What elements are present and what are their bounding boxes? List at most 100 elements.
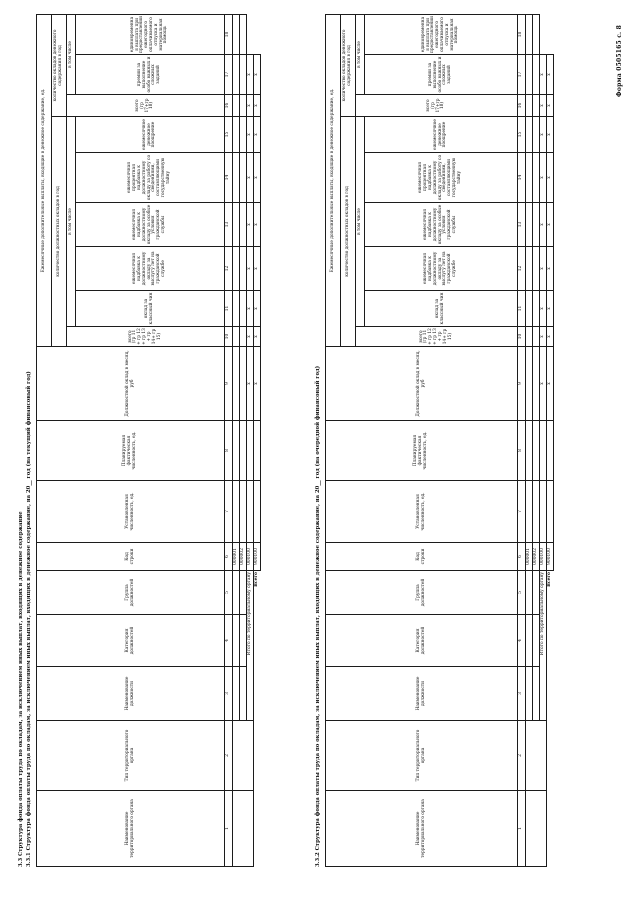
cell-value[interactable] — [532, 54, 540, 95]
cell-value[interactable] — [239, 326, 247, 347]
cell-value[interactable] — [239, 14, 247, 55]
cell-value[interactable] — [525, 94, 533, 117]
cell-value: x — [253, 346, 261, 421]
cell-value[interactable] — [525, 202, 533, 247]
col-num: 4 — [517, 614, 526, 667]
fot-structure-table: Наименование территориального органа Тип… — [325, 14, 554, 867]
header-class-rank-salary: оклад за классный чин — [364, 290, 518, 327]
cell-value[interactable] — [239, 246, 247, 291]
cell-position-group[interactable] — [232, 570, 240, 615]
header-position-category: Категория должностей — [36, 614, 225, 667]
cell-value[interactable] — [532, 246, 540, 291]
cell-value[interactable] — [525, 54, 533, 95]
cell-position-name[interactable] — [239, 666, 247, 721]
cell-value[interactable] — [232, 116, 240, 153]
cell-value: x — [253, 246, 261, 291]
header-state-secret-allowance: ежемесячная процентная надбавка к должно… — [75, 152, 225, 203]
cell-planned-headcount[interactable] — [546, 420, 554, 481]
cell-value: x — [546, 246, 554, 291]
cell-value[interactable] — [239, 54, 247, 95]
cell-established-headcount[interactable] — [539, 480, 547, 543]
cell-position-group[interactable] — [239, 570, 247, 615]
header-body-type: Тип территориального органа — [325, 720, 518, 791]
total-label: Всего — [546, 570, 554, 867]
cell-value[interactable] — [532, 14, 540, 55]
cell-value[interactable] — [525, 14, 533, 55]
cell-value[interactable] — [232, 246, 240, 291]
cell-territorial-body[interactable] — [232, 790, 254, 867]
cell-row-code: 900100 — [253, 542, 261, 571]
header-total-16: всего (гр 17+гр 18) — [66, 94, 225, 117]
header-territorial-body: Наименование территориального органа — [36, 790, 225, 867]
subtotal-label: Итого по территориальному органу — [246, 570, 254, 721]
cell-value[interactable] — [232, 54, 240, 95]
cell-position-name[interactable] — [532, 666, 540, 721]
cell-value[interactable] — [239, 202, 247, 247]
cell-value[interactable] — [232, 326, 240, 347]
header-special-tasks-bonus: премии за выполнение особо важных и слож… — [75, 54, 225, 95]
cell-value: x — [246, 152, 254, 203]
cell-value[interactable] — [239, 290, 247, 327]
cell-monthly-salary[interactable] — [232, 346, 240, 421]
cell-value[interactable] — [525, 116, 533, 153]
cell-position-group[interactable] — [525, 570, 533, 615]
table-row: 000001 — [232, 14, 254, 867]
cell-position-category[interactable] — [239, 614, 247, 667]
col-num: 4 — [224, 614, 233, 667]
cell-territorial-body[interactable] — [525, 790, 547, 867]
cell-monthly-salary[interactable] — [525, 346, 533, 421]
cell-position-group[interactable] — [532, 570, 540, 615]
cell-planned-headcount[interactable] — [525, 420, 533, 481]
cell-position-name[interactable] — [525, 666, 533, 721]
cell-value[interactable] — [532, 290, 540, 327]
cell-value[interactable] — [525, 290, 533, 327]
col-num: 17 — [224, 54, 233, 95]
cell-value: x — [253, 116, 261, 153]
cell-body-type[interactable] — [525, 720, 547, 791]
cell-position-category[interactable] — [525, 614, 533, 667]
cell-value[interactable] — [239, 116, 247, 153]
header-salaries-per-year: количество должностных окладов в год — [51, 116, 67, 347]
header-established-headcount: Установленная численность, ед. — [325, 480, 518, 543]
cell-value[interactable] — [532, 94, 540, 117]
cell-planned-headcount[interactable] — [239, 420, 247, 481]
cell-planned-headcount[interactable] — [532, 420, 540, 481]
cell-value[interactable] — [232, 14, 240, 55]
cell-planned-headcount[interactable] — [232, 420, 240, 481]
header-including-bonus: в том числе — [66, 14, 76, 95]
cell-value[interactable] — [525, 246, 533, 291]
cell-value[interactable] — [232, 290, 240, 327]
cell-position-category[interactable] — [532, 614, 540, 667]
cell-monthly-salary[interactable] — [532, 346, 540, 421]
cell-value[interactable] — [232, 202, 240, 247]
cell-value[interactable] — [232, 152, 240, 203]
cell-monthly-salary[interactable] — [239, 346, 247, 421]
cell-planned-headcount[interactable] — [539, 420, 547, 481]
cell-established-headcount[interactable] — [246, 480, 254, 543]
cell-value[interactable] — [239, 94, 247, 117]
cell-position-category[interactable] — [232, 614, 240, 667]
cell-position-name[interactable] — [232, 666, 240, 721]
cell-value[interactable] — [532, 116, 540, 153]
cell-established-headcount[interactable] — [253, 480, 261, 543]
cell-established-headcount[interactable] — [232, 480, 240, 543]
form-code: Форма 0505165 с. 8 — [616, 25, 623, 97]
cell-value[interactable] — [532, 202, 540, 247]
cell-value[interactable] — [239, 152, 247, 203]
cell-established-headcount[interactable] — [546, 480, 554, 543]
cell-value: x — [539, 152, 547, 203]
cell-body-type[interactable] — [232, 720, 254, 791]
col-num: 15 — [224, 116, 233, 153]
cell-established-headcount[interactable] — [239, 480, 247, 543]
cell-value[interactable] — [525, 326, 533, 347]
cell-value[interactable] — [532, 326, 540, 347]
cell-planned-headcount[interactable] — [246, 420, 254, 481]
cell-value[interactable] — [525, 152, 533, 203]
cell-value: x — [539, 54, 547, 95]
cell-value[interactable] — [232, 94, 240, 117]
cell-planned-headcount[interactable] — [253, 420, 261, 481]
header-bonus-salaries: количество окладов денежного содержания … — [340, 14, 356, 117]
cell-established-headcount[interactable] — [525, 480, 533, 543]
cell-value[interactable] — [532, 152, 540, 203]
cell-established-headcount[interactable] — [532, 480, 540, 543]
